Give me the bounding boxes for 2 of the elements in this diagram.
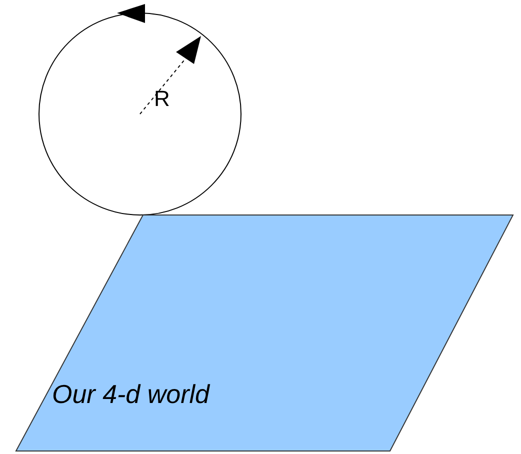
plane-label: Our 4-d world xyxy=(52,381,210,407)
radius-label: R xyxy=(154,88,170,110)
